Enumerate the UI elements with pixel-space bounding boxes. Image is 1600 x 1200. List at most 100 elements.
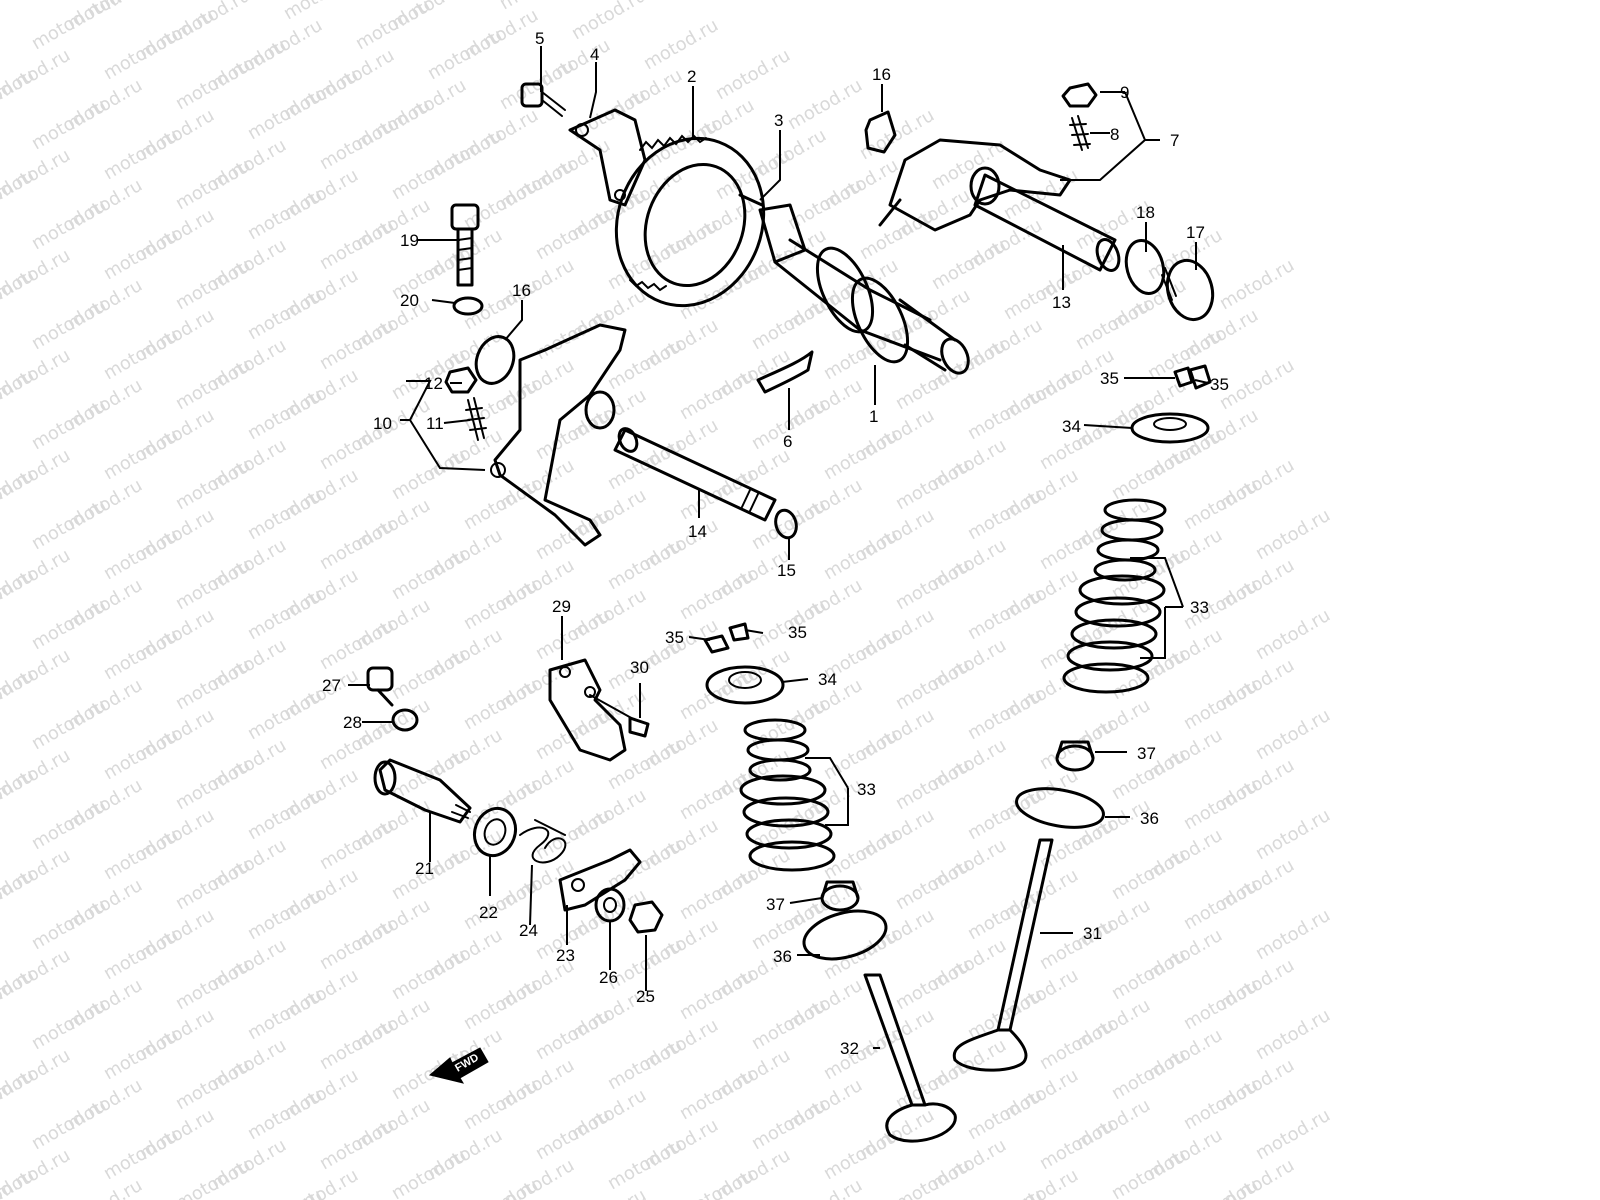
callout-3: 3 (774, 111, 783, 130)
watermark-text: motod.ru (1252, 905, 1334, 964)
watermark-text: motod.ru (964, 485, 1046, 544)
watermark-text: motod.ru (0, 1115, 2, 1174)
watermark-text: motod.ru (532, 705, 614, 764)
watermark-text: motod.ru (820, 725, 902, 784)
watermark-text: motod.ru (28, 395, 110, 454)
watermark-text: motod.ru (820, 425, 902, 484)
watermark-text: motod.ru (316, 915, 398, 974)
callout-5: 5 (535, 29, 544, 48)
callout-35-middle-left: 35 (665, 628, 684, 647)
watermark-text: motod.ru (28, 0, 110, 54)
watermark-text: motod.ru (748, 695, 830, 754)
callout-28: 28 (343, 713, 362, 732)
watermark-text: motod.ru (748, 995, 830, 1054)
callout-32: 32 (840, 1039, 859, 1058)
watermark-text: motod.ru (100, 925, 182, 984)
watermark-text: motod.ru (1108, 645, 1190, 704)
watermark-text: motod.ru (532, 405, 614, 464)
watermark-text: motod.ru (28, 795, 110, 854)
callout-35-upper-right: 35 (1210, 375, 1229, 394)
watermark-text: motod.ru (172, 1055, 254, 1114)
watermark-text: motod.ru (172, 955, 254, 1014)
watermark-text: motod.ru (748, 1095, 830, 1154)
exhaust-rocker-arm-assembly (444, 203, 798, 547)
watermark-text: motod.ru (604, 735, 686, 794)
watermark-text: motod.ru (568, 0, 650, 44)
watermark-text: motod.ru (1072, 295, 1154, 354)
watermark-text: motod.ru (100, 1125, 182, 1184)
callout-12: 12 (424, 374, 443, 393)
watermark-text: motod.ru (892, 1155, 974, 1200)
watermark-text: motod.ru (100, 125, 182, 184)
callout-labels: 5 4 2 3 16 9 8 7 19 20 16 18 17 13 12 10… (322, 29, 1229, 1058)
watermark-text: motod.ru (0, 615, 2, 674)
watermark-text: motod.ru (28, 495, 110, 554)
callout-35-upper-left: 35 (1100, 369, 1119, 388)
callout-36-middle: 36 (773, 947, 792, 966)
watermark-text: motod.ru (604, 1135, 686, 1194)
watermark-text: motod.ru (1252, 1005, 1334, 1064)
watermark-text: motod.ru (28, 295, 110, 354)
watermark-text: motod.ru (316, 815, 398, 874)
watermark-text: motod.ru (532, 605, 614, 664)
leader-lines (348, 46, 1209, 1049)
watermark-text: motod.ru (748, 295, 830, 354)
watermark-text: motod.ru (244, 285, 326, 344)
watermark-text: motod.ru (0, 715, 2, 774)
watermark-text: motod.ru (1180, 975, 1262, 1034)
watermark-text: motod.ru (28, 995, 110, 1054)
watermark-text: motod.ru (316, 115, 398, 174)
callout-22: 22 (479, 903, 498, 922)
watermark-text: motod.ru (460, 1075, 542, 1134)
watermark-text: motod.ru (676, 365, 758, 424)
callout-36-right: 36 (1140, 809, 1159, 828)
watermark-text: motod.ru (604, 1035, 686, 1094)
watermark-text: motod.ru (820, 525, 902, 584)
watermark-text: motod.ru (0, 115, 2, 174)
watermark-text: motod.ru (532, 205, 614, 264)
watermark-text: motod.ru (532, 1105, 614, 1164)
watermark-text: motod.ru (460, 975, 542, 1034)
callout-33-middle: 33 (857, 780, 876, 799)
watermark-text: motod.ru (964, 885, 1046, 944)
watermark-text: motod.ru (532, 305, 614, 364)
callout-30: 30 (630, 658, 649, 677)
watermark-text: motod.ru (0, 315, 2, 374)
watermark-text: motod.ru (100, 625, 182, 684)
callout-37-middle: 37 (766, 895, 785, 914)
watermark-text: motod.ru (964, 1185, 1046, 1200)
watermark-text: motod.ru (316, 215, 398, 274)
watermark-text: motod.ru (892, 655, 974, 714)
watermark-text: motod.ru (0, 1015, 2, 1074)
watermark-text: motod.ru (1108, 845, 1190, 904)
watermark-text: motod.ru (964, 785, 1046, 844)
watermark-text: motod.ru (172, 355, 254, 414)
watermark-text: motod.ru (100, 25, 182, 84)
watermark-text: motod.ru (0, 815, 2, 874)
watermark-text: motod.ru (460, 1175, 542, 1200)
decompressor-assembly (366, 658, 664, 934)
watermark-text: motod.ru (1180, 775, 1262, 834)
watermark-text: motod.ru (316, 1015, 398, 1074)
watermark-text: motod.ru (28, 895, 110, 954)
camshaft-assembly (520, 82, 970, 394)
watermark-text: motod.ru (28, 1095, 110, 1154)
watermark-text: motod.ru (388, 545, 470, 604)
watermark-text: motod.ru (388, 645, 470, 704)
watermark-text: motod.ru (676, 1065, 758, 1124)
callout-13: 13 (1052, 293, 1071, 312)
watermark-text: motod.ru (712, 145, 794, 204)
callout-29: 29 (552, 597, 571, 616)
watermark-text: motod.ru (568, 1185, 650, 1200)
watermark-text: motod.ru (604, 335, 686, 394)
watermark-text: motod.ru (892, 755, 974, 814)
watermark-text: motod.ru (172, 455, 254, 514)
callout-31: 31 (1083, 924, 1102, 943)
callout-11: 11 (426, 414, 444, 433)
watermark-text: motod.ru (280, 0, 362, 24)
watermark-text: motod.ru (244, 685, 326, 744)
watermark-text: motod.ru (1108, 1145, 1190, 1200)
watermark-text: motod.ru (28, 195, 110, 254)
callout-20: 20 (400, 291, 419, 310)
